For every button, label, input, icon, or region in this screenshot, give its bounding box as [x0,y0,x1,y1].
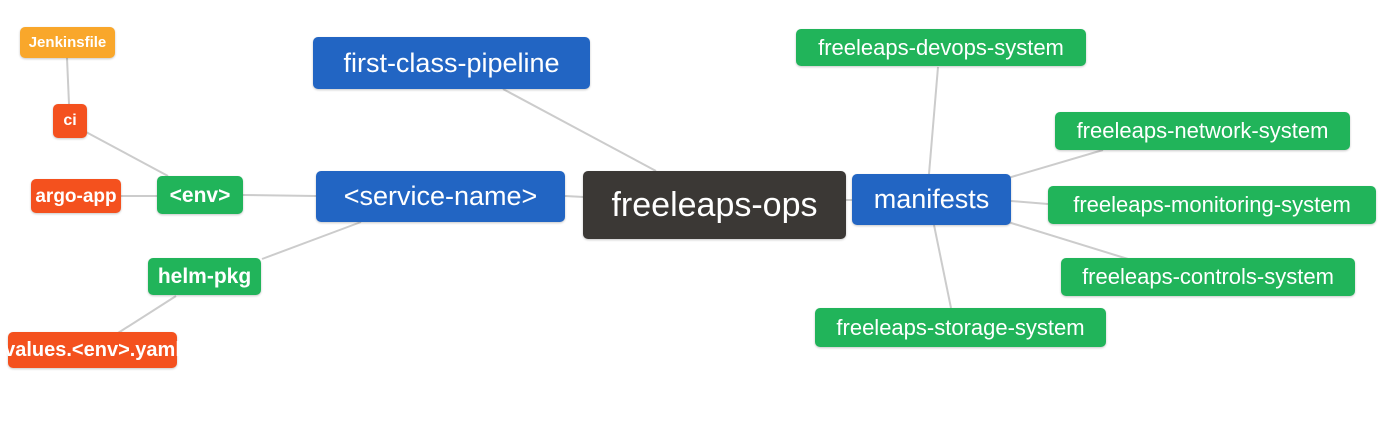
node-freeleaps-storage-system[interactable]: freeleaps-storage-system [815,308,1106,347]
node-freeleaps-controls-system[interactable]: freeleaps-controls-system [1061,258,1355,296]
node-freeleaps-ops[interactable]: freeleaps-ops [583,171,846,239]
edge-env-service-name [242,194,317,197]
edge-manifests-freeleaps-monitoring-system [1010,200,1049,205]
node-ci[interactable]: ci [53,104,87,138]
edge-values-env-yaml-helm-pkg [117,295,177,334]
edge-service-name-freeleaps-ops [564,195,585,198]
node-jenkinsfile[interactable]: Jenkinsfile [20,27,115,58]
node-env[interactable]: <env> [157,176,243,214]
node-values-env-yaml[interactable]: values.<env>.yaml [4,332,181,368]
node-freeleaps-network-system[interactable]: freeleaps-network-system [1055,112,1350,150]
node-freeleaps-devops-system[interactable]: freeleaps-devops-system [796,29,1086,66]
edge-jenkinsfile-ci [66,57,70,105]
edge-manifests-freeleaps-devops-system [928,66,939,175]
edge-manifests-freeleaps-controls-system [1007,221,1129,260]
node-freeleaps-monitoring-system[interactable]: freeleaps-monitoring-system [1048,186,1376,224]
edge-manifests-freeleaps-network-system [1007,149,1104,179]
edge-first-class-pipeline-freeleaps-ops [502,88,657,172]
node-helm-pkg[interactable]: helm-pkg [148,258,261,295]
node-argo-app[interactable]: argo-app [31,179,121,213]
edge-helm-pkg-service-name [261,221,362,260]
edge-ci-env [85,131,169,177]
edge-manifests-freeleaps-storage-system [933,224,952,309]
node-first-class-pipeline[interactable]: first-class-pipeline [313,37,590,89]
node-service-name[interactable]: <service-name> [316,171,565,222]
node-manifests[interactable]: manifests [852,174,1011,225]
